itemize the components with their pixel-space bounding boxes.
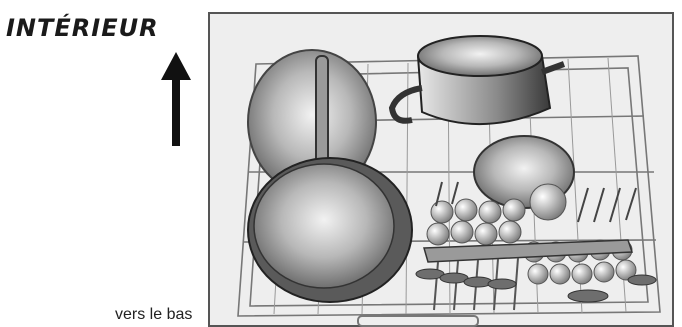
frying-pan	[247, 157, 413, 303]
forks	[435, 181, 637, 223]
up-arrow-icon	[161, 52, 191, 146]
dish-rack-illustration	[208, 12, 674, 327]
cutlery-basket	[415, 239, 657, 311]
basket-handle	[357, 315, 479, 327]
cooking-pot	[388, 35, 566, 125]
bottom-label: vers le bas	[115, 306, 193, 323]
direction-label: INTÉRIEUR	[6, 14, 159, 42]
